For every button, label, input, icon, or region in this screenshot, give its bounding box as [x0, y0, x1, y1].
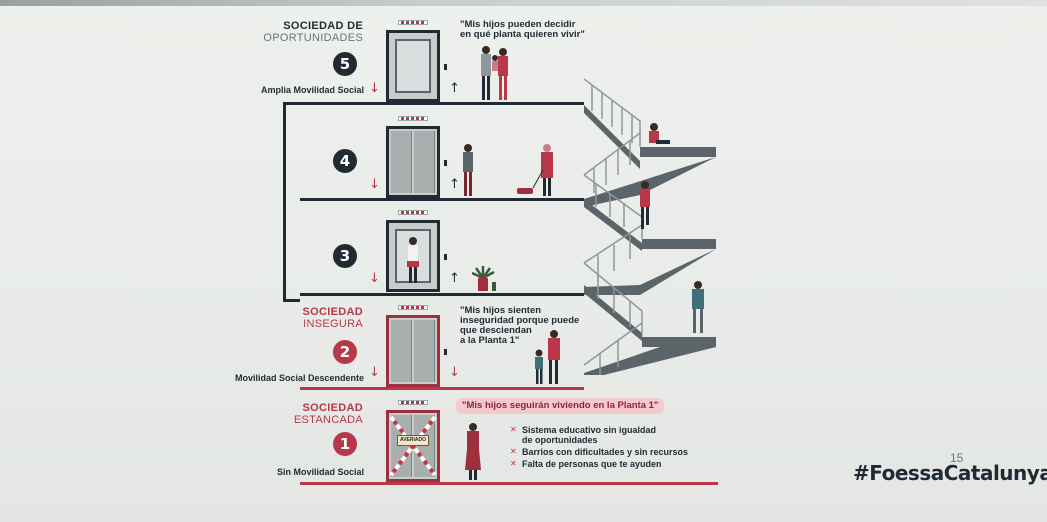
- elevator-door: [414, 131, 435, 193]
- mobility-label-5: Amplia Movilidad Social: [260, 85, 364, 95]
- elevator-door: [414, 415, 435, 477]
- floor-line-2: [300, 387, 584, 390]
- broken-sign: AVERIADO: [397, 435, 429, 446]
- reason-item: Sistema educativo sin igualdad de oportu…: [510, 425, 688, 445]
- call-button: [444, 64, 447, 70]
- family-figures: [481, 46, 508, 100]
- floor-badge-3: 3: [333, 244, 357, 268]
- arrow-up-icon: ↑: [449, 271, 460, 286]
- floor-line-1: [300, 482, 718, 485]
- arrow-down-icon: ↓: [369, 81, 380, 96]
- quote-floor-2: "Mis hijos sienten inseguridad porque pu…: [460, 305, 580, 346]
- reason-item: Barrios con dificultades y sin recursos: [510, 447, 688, 457]
- floor-indicator: [398, 400, 428, 405]
- elevator-2: [386, 315, 440, 387]
- woman-with-dog-figure: [517, 144, 553, 196]
- person-in-elevator: [407, 237, 419, 283]
- call-button: [444, 349, 447, 355]
- society-label-1: SOCIEDAD ESTANCADA: [293, 402, 363, 426]
- arrow-down-icon: ↓: [449, 365, 460, 380]
- hashtag: #FoessaCatalunya: [853, 461, 1047, 485]
- floor-badge-5: 5: [333, 52, 357, 76]
- quote-floor-5: "Mis hijos pueden decidir en qué planta …: [460, 19, 585, 40]
- woman-figure-floor-1: [465, 423, 481, 480]
- floor-indicator: [398, 210, 428, 215]
- elevator-window: [395, 39, 431, 93]
- hazard-tape-icon: [389, 415, 437, 477]
- floor-indicator: [398, 20, 428, 25]
- call-button: [444, 160, 447, 166]
- person-standing-stairs: [692, 281, 704, 333]
- parent-and-child-figures: [535, 330, 560, 384]
- elevator-1-broken: AVERIADO: [386, 410, 440, 482]
- reasons-list: Sistema educativo sin igualdad de oportu…: [510, 425, 688, 471]
- floor-line-5: [300, 102, 584, 105]
- call-button: [444, 254, 447, 260]
- plant-icon: [472, 266, 496, 291]
- society-label-2: SOCIEDAD INSEGURA: [302, 306, 363, 330]
- floor-badge-1: 1: [333, 432, 357, 456]
- floor-line-4: [300, 198, 584, 201]
- elevator-4: [386, 126, 440, 198]
- arrow-down-icon: ↓: [369, 271, 380, 286]
- mobility-label-1: Sin Movilidad Social: [276, 467, 364, 477]
- person-sitting-on-stairs: [649, 123, 670, 144]
- elevator-5: [386, 30, 440, 102]
- floor-line-3: [300, 293, 584, 296]
- mobility-label-2: Movilidad Social Descendente: [234, 373, 364, 383]
- staircase-illustration: [583, 78, 716, 375]
- quote-floor-1: "Mis hijos seguirán viviendo en la Plant…: [456, 398, 665, 414]
- arrow-down-icon: ↓: [369, 365, 380, 380]
- person-climbing-stairs: [640, 181, 650, 229]
- page-number: 15: [950, 451, 964, 465]
- floor-indicator: [398, 305, 428, 310]
- page-edge-shadow: [0, 0, 1047, 6]
- floor-indicator: [398, 116, 428, 121]
- floor-badge-4: 4: [333, 149, 357, 173]
- man-figure: [463, 144, 473, 196]
- reason-item: Falta de personas que te ayuden: [510, 459, 688, 469]
- floors-bracket: [283, 102, 300, 302]
- floor-badge-2: 2: [333, 340, 357, 364]
- arrow-down-icon: ↓: [369, 177, 380, 192]
- elevator-door: [414, 320, 435, 382]
- elevator-door: [391, 320, 412, 382]
- elevator-door: [391, 131, 412, 193]
- arrow-up-icon: ↑: [449, 81, 460, 96]
- society-label-5: SOCIEDAD DE OPORTUNIDADES: [263, 20, 363, 44]
- arrow-up-icon: ↑: [449, 177, 460, 192]
